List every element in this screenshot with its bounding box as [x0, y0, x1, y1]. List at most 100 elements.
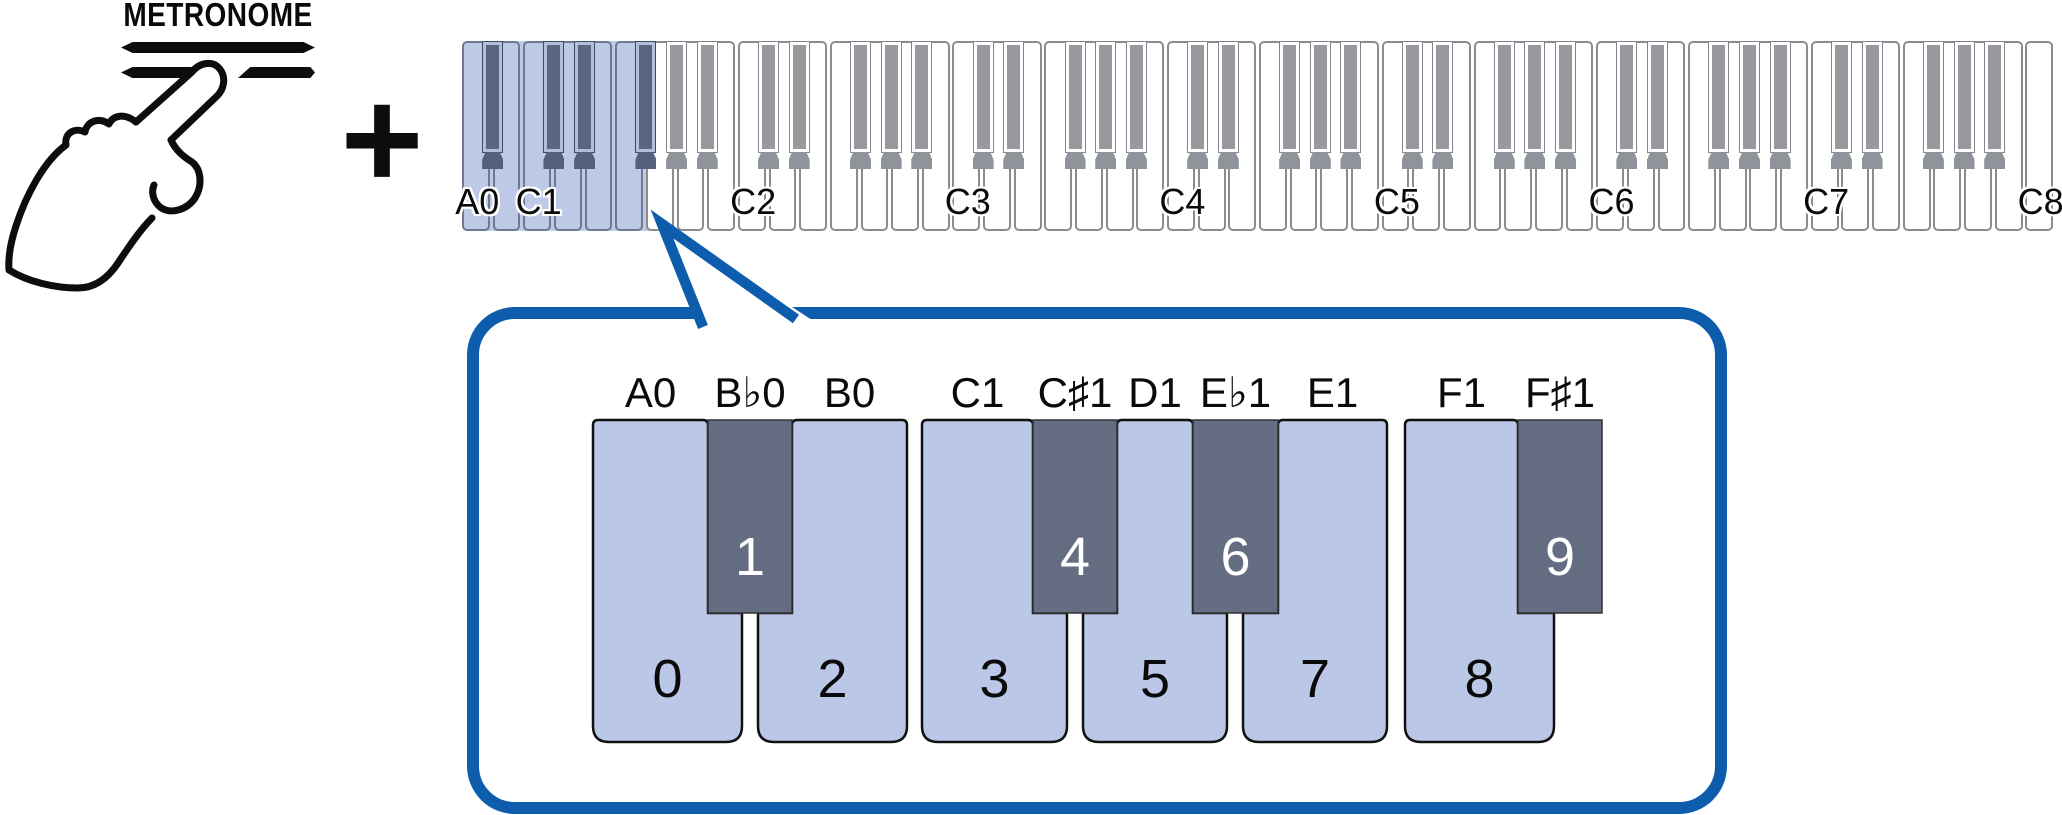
- black-key-body: [1187, 41, 1209, 153]
- black-key-body: [1217, 41, 1239, 153]
- black-key-body: [1953, 41, 1975, 153]
- piano-key-A#2: [911, 41, 933, 169]
- piano-key-D#6: [1647, 41, 1668, 169]
- black-key-body: [911, 41, 933, 153]
- black-key-foot: [880, 152, 902, 169]
- black-key-foot: [758, 152, 780, 169]
- piano-key-D#7: [1861, 41, 1883, 169]
- black-key-foot: [1953, 152, 1975, 169]
- metronome-button-bar-icon: [121, 42, 315, 53]
- black-key-foot: [1555, 152, 1577, 169]
- black-key-body: [666, 41, 688, 153]
- keyboard-label-C2: C2: [730, 181, 777, 222]
- black-key-foot: [1524, 152, 1546, 169]
- piano-key-C#4: [1187, 41, 1209, 169]
- metronome-button-bar-left-icon: [121, 67, 197, 78]
- black-key-body: [1647, 41, 1668, 153]
- piano-key-G#5: [1524, 41, 1546, 169]
- piano-key-G#1: [666, 41, 688, 169]
- black-key-body: [758, 41, 780, 153]
- black-key-foot: [1647, 152, 1668, 169]
- black-key-foot: [1708, 152, 1730, 169]
- black-key-body: [1616, 41, 1638, 153]
- keyboard-label-C8: C8: [2017, 181, 2062, 222]
- black-key-foot: [1616, 152, 1638, 169]
- black-key-body: [1830, 41, 1852, 153]
- black-key-body: [574, 41, 596, 153]
- keyboard-label-C4: C4: [1159, 181, 1206, 222]
- black-key-foot: [1095, 152, 1117, 169]
- black-key-body: [1861, 41, 1883, 153]
- black-key-body: [1279, 41, 1301, 153]
- keyboard-label-C7: C7: [1803, 181, 1850, 222]
- black-key-body: [1708, 41, 1730, 153]
- piano-key-C#5: [1401, 41, 1423, 169]
- black-key-foot: [666, 152, 688, 169]
- black-key-body: [1524, 41, 1546, 153]
- piano-key-D#5: [1432, 41, 1454, 169]
- piano-key-A#3: [1125, 41, 1147, 169]
- black-key-foot: [1125, 152, 1147, 169]
- black-key-body: [972, 41, 994, 153]
- keyboard-label-C5: C5: [1373, 181, 1420, 222]
- black-key-foot: [1003, 152, 1025, 169]
- black-key-body: [788, 41, 810, 153]
- piano-key-D#3: [1003, 41, 1025, 169]
- black-key-body: [1064, 41, 1086, 153]
- black-key-body: [850, 41, 871, 153]
- black-key-body: [1401, 41, 1423, 153]
- piano-key-C8: [2025, 41, 2054, 231]
- piano-key-D#2: [788, 41, 810, 169]
- metronome-button-label: METRONOME: [123, 0, 313, 33]
- piano-key-F#4: [1279, 41, 1301, 169]
- black-key-body: [482, 41, 504, 153]
- piano-key-F#5: [1493, 41, 1515, 169]
- piano-key-G#2: [880, 41, 902, 169]
- piano-key-C#2: [758, 41, 780, 169]
- black-key-foot: [1432, 152, 1454, 169]
- piano-key-G#4: [1309, 41, 1331, 169]
- black-key-body: [880, 41, 902, 153]
- black-key-body: [1555, 41, 1577, 153]
- black-key-body: [1432, 41, 1454, 153]
- black-key-body: [1769, 41, 1791, 153]
- piano-key-F#3: [1064, 41, 1086, 169]
- piano-key-A#0: [482, 41, 504, 169]
- black-key-foot: [1861, 152, 1883, 169]
- black-key-foot: [972, 152, 994, 169]
- black-key-foot: [1064, 152, 1086, 169]
- black-key-foot: [1769, 152, 1791, 169]
- black-key-foot: [1922, 152, 1944, 169]
- piano-key-C#1: [543, 41, 565, 169]
- piano-key-A#7: [1984, 41, 2006, 169]
- keyboard-label-C6: C6: [1588, 181, 1635, 222]
- piano-key-G#7: [1953, 41, 1975, 169]
- black-key-foot: [1309, 152, 1331, 169]
- black-key-foot: [850, 152, 871, 169]
- black-key-foot: [696, 152, 718, 169]
- black-key-foot: [1340, 152, 1362, 169]
- piano-key-A#4: [1340, 41, 1362, 169]
- black-key-foot: [574, 152, 596, 169]
- piano-key-C#6: [1616, 41, 1638, 169]
- black-key-foot: [543, 152, 565, 169]
- black-key-body: [1984, 41, 2006, 153]
- black-key-body: [1340, 41, 1362, 153]
- piano-key-A#1: [696, 41, 718, 169]
- piano-key-G#6: [1738, 41, 1760, 169]
- piano-key-D#1: [574, 41, 596, 169]
- black-key-body: [1738, 41, 1760, 153]
- black-key-foot: [1493, 152, 1515, 169]
- piano-key-F#7: [1922, 41, 1944, 169]
- piano-key-A#5: [1555, 41, 1577, 169]
- keyboard-label-C3: C3: [944, 181, 991, 222]
- piano-key-C#3: [972, 41, 994, 169]
- black-key-body: [543, 41, 565, 153]
- piano-key-F#2: [850, 41, 871, 169]
- callout-bubble: [467, 307, 1727, 814]
- black-key-foot: [1401, 152, 1423, 169]
- black-key-foot: [1187, 152, 1209, 169]
- black-key-foot: [911, 152, 933, 169]
- black-key-body: [1125, 41, 1147, 153]
- black-key-foot: [1217, 152, 1239, 169]
